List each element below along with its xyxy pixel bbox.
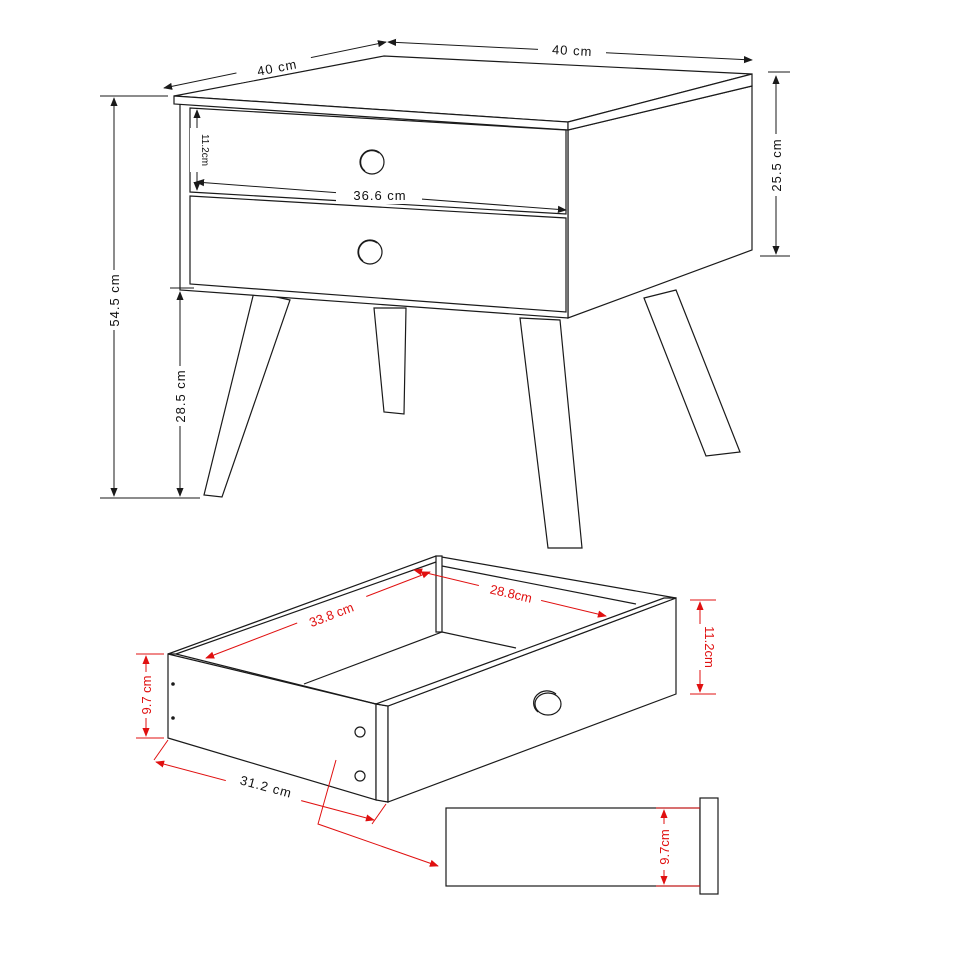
drawer-front-edge: [375, 703, 389, 803]
drawer-drawing: 33.8 cm 28.8cm 11.2cm 9.7 cm 31.2 cm: [136, 555, 717, 867]
drawer-front-height-label: 11.2cm: [199, 134, 210, 166]
drawer-front-panel: [387, 597, 677, 803]
screw-hole-icon: [171, 682, 175, 686]
back-left-leg: [373, 307, 407, 415]
side-panel-front-edge: [699, 797, 719, 895]
lower-drawer-pull-icon: [357, 239, 383, 265]
inner-width-label: 36.6 cm: [353, 188, 406, 203]
body-height-label: 25.5 cm: [769, 138, 784, 191]
nightstand-legs: [203, 289, 741, 549]
width-label: 40 cm: [552, 42, 593, 59]
drawer-back-panel: [435, 555, 443, 633]
front-right-leg: [519, 317, 583, 549]
drawer-front-height-label: 11.2cm: [702, 626, 717, 668]
nightstand-dimensions: 40 cm 40 cm 25.5 cm 54.5 cm 28.5 cm: [100, 38, 790, 499]
screw-hole-icon: [171, 716, 175, 720]
drawer-front-top-edge: [373, 597, 677, 707]
drawer-inner-back-floor: [441, 631, 517, 649]
side-panel-leader-line: [317, 759, 439, 867]
drawer-side-height-label: 9.7 cm: [139, 675, 154, 714]
side-panel-detail: 9.7cm: [445, 797, 719, 895]
dowel-hole-icon: [354, 726, 366, 738]
front-left-leg: [203, 291, 291, 498]
total-height-label: 54.5 cm: [107, 273, 122, 326]
drawer-pull-icon: [533, 690, 562, 716]
nightstand-drawing: 40 cm 40 cm 25.5 cm 54.5 cm 28.5 cm: [100, 38, 790, 549]
drawer-inner-left-floor: [303, 631, 443, 685]
upper-drawer-pull-icon: [359, 149, 385, 175]
side-panel-height-label: 9.7cm: [657, 829, 672, 864]
back-right-leg: [643, 289, 741, 457]
tabletop-side-edge: [567, 73, 753, 131]
leg-height-label: 28.5 cm: [173, 369, 188, 422]
